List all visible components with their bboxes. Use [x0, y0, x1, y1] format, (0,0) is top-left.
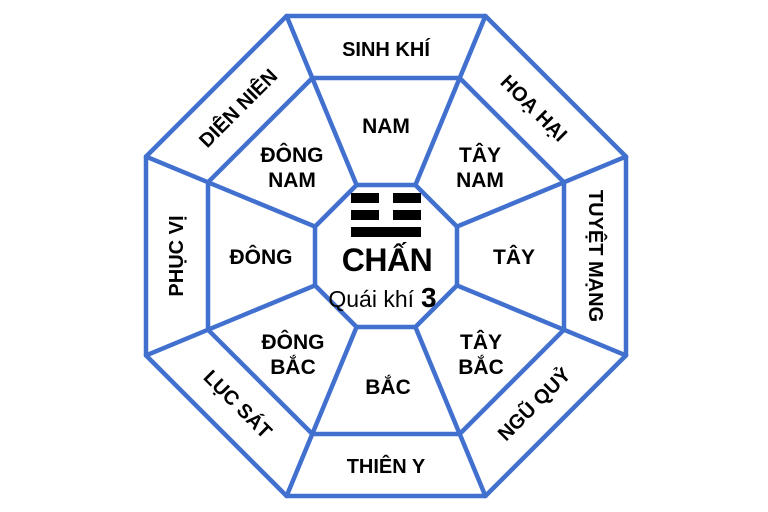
- trigram-middle-broken-right: [393, 210, 421, 220]
- direction-label-tay-bac-line2: BẮC: [458, 355, 504, 379]
- energy-number: 3: [421, 282, 437, 313]
- energy-label: Quái khí: [328, 286, 414, 312]
- outer-label-thien-y: THIÊN Y: [347, 454, 426, 478]
- center-group: CHẤN Quái khí 3: [328, 193, 437, 313]
- radial-divider-left-top: [143, 154, 318, 229]
- radial-divider-bottom-left: [284, 324, 359, 499]
- direction-label-bac: BẮC: [365, 375, 411, 399]
- direction-label-dong: ĐÔNG: [230, 245, 293, 269]
- radial-divider-top-right: [413, 13, 488, 188]
- radial-divider-right-top: [454, 154, 629, 229]
- radial-divider-right-bottom: [454, 283, 629, 358]
- zhen-trigram-icon: [351, 193, 421, 237]
- direction-ring-labels: NAM TÂY NAM TÂY TÂY BẮC BẮC ĐÔNG BẮC ĐÔN…: [230, 115, 536, 399]
- center-trigram-name: CHẤN: [342, 242, 432, 278]
- outer-label-tuyet-mang: TUYỆT MẠNG: [584, 190, 608, 322]
- radial-divider-top-left: [284, 13, 359, 188]
- direction-label-tay-nam-line2: NAM: [456, 169, 504, 192]
- radial-divider-left-bottom: [143, 283, 318, 358]
- direction-label-dong-nam-line1: ĐÔNG: [261, 143, 324, 167]
- direction-label-tay-bac-line1: TÂY: [460, 330, 502, 354]
- direction-label-tay: TÂY: [493, 245, 535, 269]
- trigram-top-broken-left: [351, 193, 379, 203]
- radial-divider-bottom-right: [413, 324, 488, 499]
- trigram-middle-broken-left: [351, 210, 379, 220]
- direction-label-tay-nam-line1: TÂY: [459, 143, 501, 167]
- direction-label-dong-nam-line2: NAM: [268, 169, 316, 192]
- octagon-line-work: [143, 13, 629, 499]
- outer-label-phuc-vi: PHỤC VỊ: [166, 215, 188, 296]
- direction-label-dong-bac-line2: BẮC: [270, 355, 316, 379]
- trigram-bottom-solid: [351, 227, 421, 237]
- direction-label-dong-bac-line1: ĐÔNG: [262, 330, 325, 354]
- trigram-top-broken-right: [393, 193, 421, 203]
- outer-label-sinh-khi: SINH KHÍ: [342, 38, 430, 61]
- direction-label-nam: NAM: [362, 115, 410, 138]
